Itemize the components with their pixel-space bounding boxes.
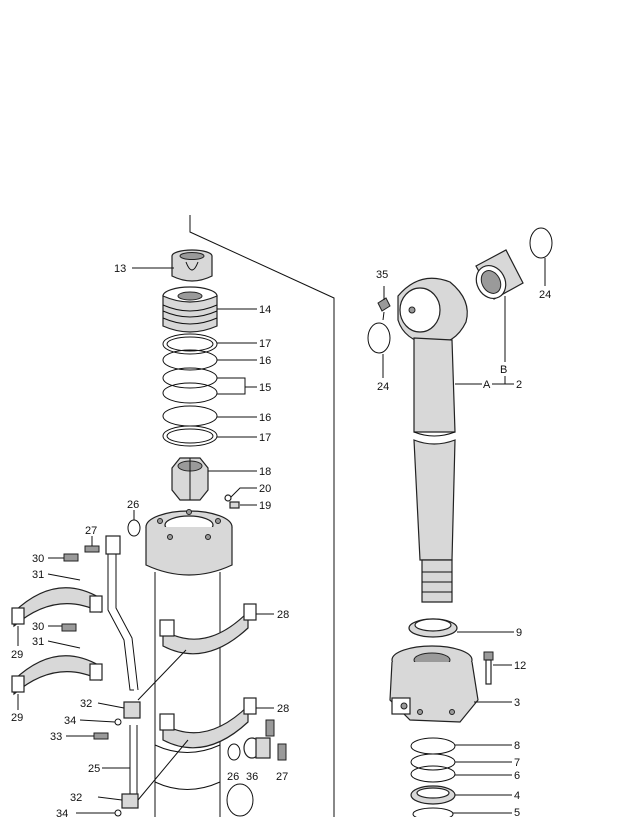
callout-3: 3	[514, 697, 520, 709]
part-30-bolt-a	[63, 553, 79, 562]
callout-33: 33	[50, 731, 62, 743]
callout-31-a: 31	[32, 569, 44, 581]
callout-4: 4	[514, 790, 520, 802]
callout-16-b: 16	[259, 412, 271, 424]
callout-6: 6	[514, 770, 520, 782]
part-34-washer-b	[114, 809, 122, 817]
callout-28-a: 28	[277, 609, 289, 621]
part-27-bolt	[84, 545, 100, 553]
leader-lines	[17, 258, 546, 814]
part-34-washer-a	[114, 718, 122, 726]
cylinder-tube	[154, 572, 221, 817]
callout-26-a: 26	[127, 499, 139, 511]
callout-17-a: 17	[259, 338, 271, 350]
callout-12: 12	[514, 660, 526, 672]
part-9-seal	[408, 618, 458, 638]
part-12-bolt	[483, 651, 494, 685]
callout-7: 7	[514, 757, 520, 769]
part-27-bolt-b	[277, 743, 287, 761]
part-3-cylinder-head	[389, 645, 479, 723]
callout-30-b: 30	[32, 621, 44, 633]
callout-36: 36	[246, 771, 258, 783]
callout-2: 2	[516, 379, 522, 391]
callout-27-b: 27	[276, 771, 288, 783]
callout-32-a: 32	[80, 698, 92, 710]
part-28-clamp-b	[159, 697, 257, 749]
cylinder-head-flange	[145, 509, 233, 576]
callout-27-a: 27	[85, 525, 97, 537]
part-36-fitting	[243, 719, 275, 759]
callout-24-a: 24	[539, 289, 551, 301]
callout-14: 14	[259, 304, 271, 316]
callout-labels: 13 14 17 16 15 16 17 18 20 19 26 27 30 3…	[11, 263, 551, 817]
callout-32-b: 32	[70, 792, 82, 804]
callout-15: 15	[259, 382, 271, 394]
part-32-block-a	[123, 701, 141, 719]
callout-29-a: 29	[11, 649, 23, 661]
part-24-ring-a	[529, 227, 553, 259]
callout-5: 5	[514, 807, 520, 817]
part-28-clamp-a	[159, 603, 257, 655]
callout-8: 8	[514, 740, 520, 752]
callout-28-b: 28	[277, 703, 289, 715]
part-14-piston	[162, 286, 218, 333]
part-o-ring-bottom	[226, 783, 254, 817]
callout-25: 25	[88, 763, 100, 775]
part-33-bolt	[93, 732, 109, 740]
part-26-o-ring	[127, 519, 141, 537]
callout-9: 9	[516, 627, 522, 639]
callout-16-a: 16	[259, 355, 271, 367]
part-ring-stack	[162, 333, 218, 447]
part-20-ball	[224, 494, 232, 502]
callout-34-a: 34	[64, 715, 76, 727]
part-2-piston-rod	[397, 277, 468, 603]
callout-24-b: 24	[377, 381, 389, 393]
part-B-bushing	[475, 249, 524, 300]
part-24-ring-b	[367, 322, 391, 354]
callout-35: 35	[376, 269, 388, 281]
callout-B: B	[500, 364, 507, 376]
callout-26-b: 26	[227, 771, 239, 783]
part-30-bolt-b	[61, 623, 77, 632]
callout-13: 13	[114, 263, 126, 275]
callout-34-b: 34	[56, 808, 68, 817]
part-seal-stack	[410, 737, 456, 817]
part-26-o-ring-b	[227, 743, 241, 761]
callout-31-b: 31	[32, 636, 44, 648]
part-18-nut	[171, 457, 209, 501]
part-29-clamp-a	[11, 587, 103, 628]
callout-29-b: 29	[11, 712, 23, 724]
section-border	[189, 215, 335, 817]
part-32-block-b	[121, 793, 139, 809]
callout-19: 19	[259, 500, 271, 512]
callout-18: 18	[259, 466, 271, 478]
part-25-pipe	[105, 535, 139, 800]
part-19-set-screw	[229, 501, 240, 509]
callout-30-a: 30	[32, 553, 44, 565]
part-35-grease-nipple	[377, 297, 391, 312]
callout-20: 20	[259, 483, 271, 495]
callout-17-b: 17	[259, 432, 271, 444]
part-13-cap	[171, 249, 213, 282]
callout-A: A	[483, 379, 491, 391]
part-29-clamp-b	[11, 655, 103, 696]
